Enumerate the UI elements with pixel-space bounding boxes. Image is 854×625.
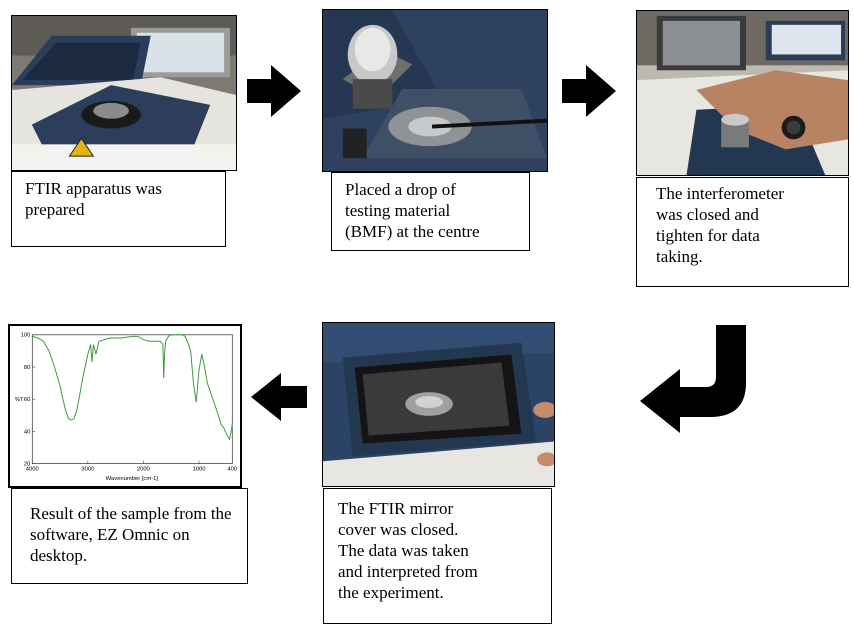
x-axis-label: Wavenumber [cm-1] — [106, 476, 159, 482]
spectrum-line — [32, 334, 233, 441]
arrow-right-1 — [247, 65, 301, 117]
x-tick-label: 2000 — [137, 466, 151, 472]
x-tick-label: 400 — [227, 466, 238, 472]
x-tick-label: 3000 — [81, 466, 95, 472]
arrow-right-2 — [562, 65, 616, 117]
caption-step-3: The interferometer was closed and tighte… — [636, 177, 849, 287]
photo-interferometer — [636, 10, 849, 176]
photo-mirror-cover — [322, 322, 555, 487]
caption-step-4: The FTIR mirror cover was closed. The da… — [323, 488, 552, 624]
caption-step-2: Placed a drop of testing material (BMF) … — [331, 172, 530, 251]
arrow-uturn-down-left — [640, 325, 747, 433]
caption-step-1: FTIR apparatus was prepared — [11, 171, 226, 247]
caption-step-5: Result of the sample from the software, … — [11, 488, 248, 584]
y-axis-label: %T — [15, 397, 24, 403]
y-tick-label: 40 — [24, 429, 31, 435]
y-tick-label: 80 — [24, 365, 31, 371]
x-tick-label: 4000 — [26, 466, 40, 472]
y-tick-label: 100 — [21, 333, 32, 339]
spectrum-svg: 100 80 60 40 20 4000 3000 2000 1000 400 %T Waven… — [15, 333, 238, 482]
ftir-spectrum-chart: 100 80 60 40 20 4000 3000 2000 1000 400 %T Waven… — [8, 324, 242, 488]
plot-frame — [31, 334, 233, 464]
photo-ftir-apparatus — [11, 15, 237, 171]
y-tick-label: 60 — [24, 397, 31, 403]
arrow-left — [251, 373, 307, 421]
photo-sample-drop — [322, 9, 548, 172]
x-tick-label: 1000 — [192, 466, 206, 472]
y-tick-label: 20 — [24, 462, 31, 468]
